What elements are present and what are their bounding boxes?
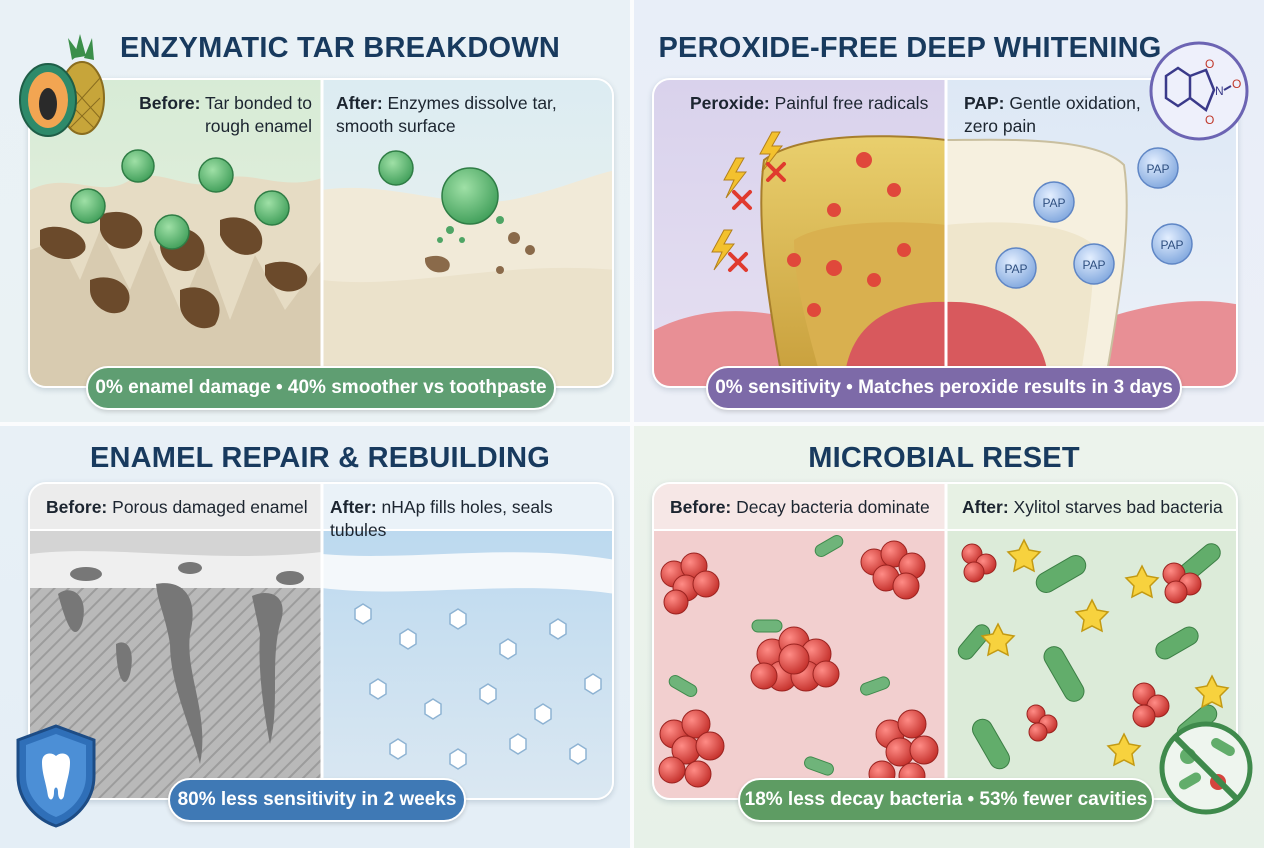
- pap-label: PAP: [1042, 196, 1065, 210]
- microbial-illustration: [654, 484, 1236, 798]
- enamel-stat-badge: 80% less sensitivity in 2 weeks: [168, 778, 466, 822]
- decay-bacteria: [658, 540, 939, 790]
- enzymatic-after-caption: After: Enzymes dissolve tar, smooth surf…: [336, 92, 586, 138]
- after-text: Enzymes dissolve tar, smooth surface: [336, 93, 557, 136]
- before-text: Tar bonded to rough enamel: [204, 93, 312, 136]
- enzymatic-stat-badge: 0% enamel damage • 40% smoother vs tooth…: [86, 366, 556, 410]
- before-text: Decay bacteria dominate: [736, 497, 930, 517]
- porous-holes: [58, 562, 304, 764]
- microbial-stat-badge: 18% less decay bacteria • 53% fewer cavi…: [738, 778, 1154, 822]
- enzymatic-tar-breakdown-section: ENZYMATIC TAR BREAKDOWN: [0, 0, 630, 422]
- enzymatic-panel: Before: Tar bonded to rough enamel After…: [28, 78, 614, 388]
- after-label: After:: [336, 93, 383, 113]
- after-text: nHAp fills holes, seals tubules: [330, 497, 553, 540]
- enzyme-icons-left: [70, 149, 290, 250]
- whitening-before-caption: Peroxide: Painful free radicals: [690, 92, 940, 115]
- pap-molecules: PAP PAP PAP PAP PAP: [995, 147, 1193, 289]
- xylitol-stars: [980, 538, 1230, 767]
- whitening-illustration: PAP PAP PAP PAP PAP: [654, 80, 1236, 386]
- nhap-crystals: [354, 603, 602, 770]
- enzymatic-illustration: [30, 80, 612, 386]
- enzymatic-before-caption: Before: Tar bonded to rough enamel: [132, 92, 312, 138]
- chem-label: O: [1205, 113, 1214, 127]
- enzymes-after: [378, 150, 499, 225]
- before-label: Before:: [46, 497, 108, 517]
- after-text: Xylitol starves bad bacteria: [1013, 497, 1223, 517]
- whitening-panel: PAP PAP PAP PAP PAP Peroxide: Painful fr…: [652, 78, 1238, 388]
- chem-label: O: [1205, 57, 1214, 71]
- chem-label: O: [1232, 77, 1241, 91]
- peroxide-free-whitening-section: PEROXIDE-FREE DEEP WHITENING: [634, 0, 1264, 422]
- after-label: PAP:: [964, 93, 1005, 113]
- microbial-reset-section: MICROBIAL RESET: [634, 426, 1264, 848]
- enzymatic-title: ENZYMATIC TAR BREAKDOWN: [119, 32, 561, 64]
- after-label: After:: [962, 497, 1009, 517]
- before-label: Before:: [139, 93, 201, 113]
- enamel-panel: Before: Porous damaged enamel After: nHA…: [28, 482, 614, 800]
- before-label: Peroxide:: [690, 93, 770, 113]
- enamel-after-caption: After: nHAp fills holes, seals tubules: [330, 496, 612, 542]
- whitening-after-caption: PAP: Gentle oxidation, zero pain: [964, 92, 1164, 138]
- pap-label: PAP: [1160, 238, 1183, 252]
- enamel-repair-section: ENAMEL REPAIR & REBUILDING: [0, 426, 630, 848]
- horizontal-divider: [0, 422, 1264, 426]
- chem-label: N: [1215, 84, 1224, 98]
- whitening-stat-badge: 0% sensitivity • Matches peroxide result…: [706, 366, 1182, 410]
- before-text: Painful free radicals: [774, 93, 929, 113]
- pap-label: PAP: [1004, 262, 1027, 276]
- microbial-before-caption: Before: Decay bacteria dominate: [670, 496, 940, 519]
- microbial-after-caption: After: Xylitol starves bad bacteria: [962, 496, 1236, 519]
- before-text: Porous damaged enamel: [112, 497, 308, 517]
- before-label: Before:: [670, 497, 732, 517]
- enamel-before-caption: Before: Porous damaged enamel: [46, 496, 316, 519]
- pap-label: PAP: [1082, 258, 1105, 272]
- no-bacteria-icon: [1159, 721, 1253, 815]
- microbial-title: MICROBIAL RESET: [808, 442, 1080, 474]
- after-label: After:: [330, 497, 377, 517]
- microbial-panel: Before: Decay bacteria dominate After: X…: [652, 482, 1238, 800]
- tooth-shield-icon: [16, 724, 96, 828]
- free-radical-markers: [711, 131, 911, 317]
- after-text: Gentle oxidation, zero pain: [964, 93, 1141, 136]
- whitening-title: PEROXIDE-FREE DEEP WHITENING: [658, 32, 1162, 64]
- enamel-title: ENAMEL REPAIR & REBUILDING: [89, 442, 551, 474]
- pap-label: PAP: [1146, 162, 1169, 176]
- pap-molecule-icon: O N O O: [1149, 41, 1249, 141]
- papaya-pineapple-icon: [19, 34, 105, 137]
